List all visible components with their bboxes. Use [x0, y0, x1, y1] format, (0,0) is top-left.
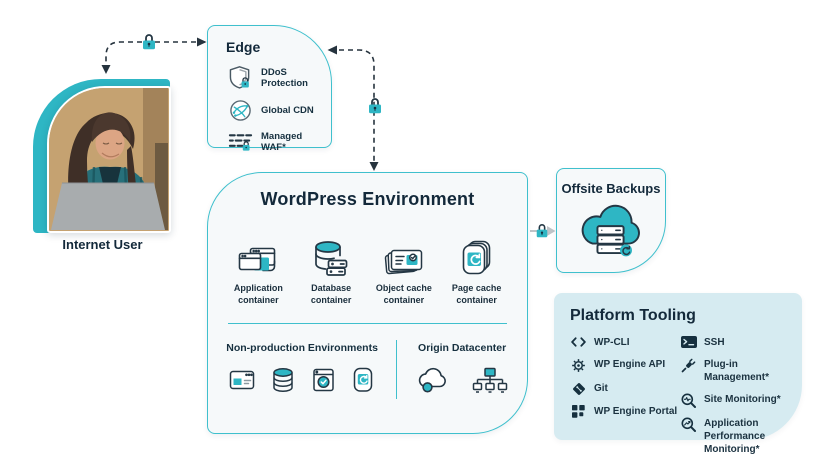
edge-item-label: DDoS Protection: [261, 66, 308, 89]
internet-user-photo: [47, 86, 171, 233]
lock-icon: [368, 97, 382, 114]
wordpress-environment-panel: WordPress Environment Application contai…: [207, 172, 528, 434]
offsite-backups-panel: Offsite Backups: [556, 168, 666, 273]
container-label: Object cache container: [375, 283, 432, 305]
portal-grid-icon: [570, 405, 587, 418]
firewall-icon: [226, 132, 254, 152]
code-icon: [570, 336, 587, 348]
edge-item-label: Global CDN: [261, 105, 314, 116]
object-cache-container-icon: [384, 226, 424, 276]
edge-item-waf: Managed WAF*: [226, 131, 323, 153]
tool-label: WP Engine Portal: [594, 406, 678, 417]
app-check-icon: [311, 367, 336, 398]
tool-label: WP Engine API: [594, 359, 666, 370]
terminal-icon: [680, 336, 697, 348]
platform-tooling-title: Platform Tooling: [570, 307, 696, 324]
browser-icon: [229, 368, 255, 397]
page-cache-container: Page cache container: [440, 226, 513, 306]
tool-wp-cli: WP-CLI: [570, 336, 680, 349]
object-cache-container: Object cache container: [368, 226, 441, 306]
tool-label: Application Performance Monitoring*: [704, 418, 766, 455]
container-row: Application container Database container…: [222, 226, 513, 306]
internet-user-label: Internet User: [62, 237, 143, 252]
platform-tooling-panel: Platform Tooling WP-CLI WP Engine API Gi…: [554, 293, 802, 455]
lock-icon: [536, 223, 548, 238]
tool-label: SSH: [704, 337, 725, 348]
tool-plugin-management: Plug-in Management*: [680, 358, 802, 384]
database-container: Database container: [295, 226, 368, 306]
offsite-backups-title: Offsite Backups: [561, 181, 661, 196]
tool-apm: Application Performance Monitoring*: [680, 417, 802, 456]
container-label: Page cache container: [451, 283, 502, 305]
tool-wp-engine-portal: WP Engine Portal: [570, 405, 680, 418]
origin-datacenter-section: Origin Datacenter: [396, 340, 527, 400]
plug-icon: [680, 358, 697, 373]
api-gear-icon: [570, 358, 587, 373]
globe-cdn-icon: [226, 99, 254, 122]
site-monitoring-icon: [680, 393, 697, 408]
cloud-backup-icon: [576, 200, 646, 265]
edge-item-label: Managed WAF*: [261, 131, 303, 153]
non-production-section: Non-production Environments: [208, 326, 396, 409]
page-refresh-icon: [351, 367, 375, 398]
tool-wp-engine-api: WP Engine API: [570, 358, 680, 373]
origin-datacenter-title: Origin Datacenter: [418, 342, 507, 355]
application-container: Application container: [222, 226, 295, 306]
lock-icon: [142, 33, 156, 50]
wordpress-environment-title: WordPress Environment: [260, 189, 475, 209]
tool-site-monitoring: Site Monitoring*: [680, 393, 802, 408]
cloud-icon: [416, 367, 450, 399]
database-icon: [270, 367, 296, 398]
edge-title: Edge: [226, 39, 261, 55]
tool-label: WP-CLI: [594, 337, 630, 348]
edge-panel: Edge DDoS Protection Global CDN Managed …: [207, 25, 332, 153]
tool-git: Git: [570, 382, 680, 396]
shield-lock-icon: [226, 65, 254, 90]
tool-label: Git: [594, 383, 608, 394]
container-label: Application container: [233, 283, 283, 305]
application-container-icon: [238, 226, 278, 276]
person-at-laptop-illustration: [49, 88, 168, 231]
tool-ssh: SSH: [680, 336, 802, 349]
tool-label: Plug-in Management*: [704, 359, 770, 383]
container-label: Database container: [310, 283, 352, 305]
tool-label: Site Monitoring*: [704, 394, 781, 405]
database-container-icon: [314, 226, 348, 276]
edge-item-cdn: Global CDN: [226, 99, 323, 122]
network-tree-icon: [472, 367, 508, 399]
edge-item-ddos: DDoS Protection: [226, 65, 323, 90]
non-production-title: Non-production Environments: [226, 342, 378, 355]
horizontal-divider: [228, 323, 507, 325]
page-cache-container-icon: [460, 226, 493, 276]
git-icon: [570, 382, 587, 396]
apm-icon: [680, 417, 697, 432]
